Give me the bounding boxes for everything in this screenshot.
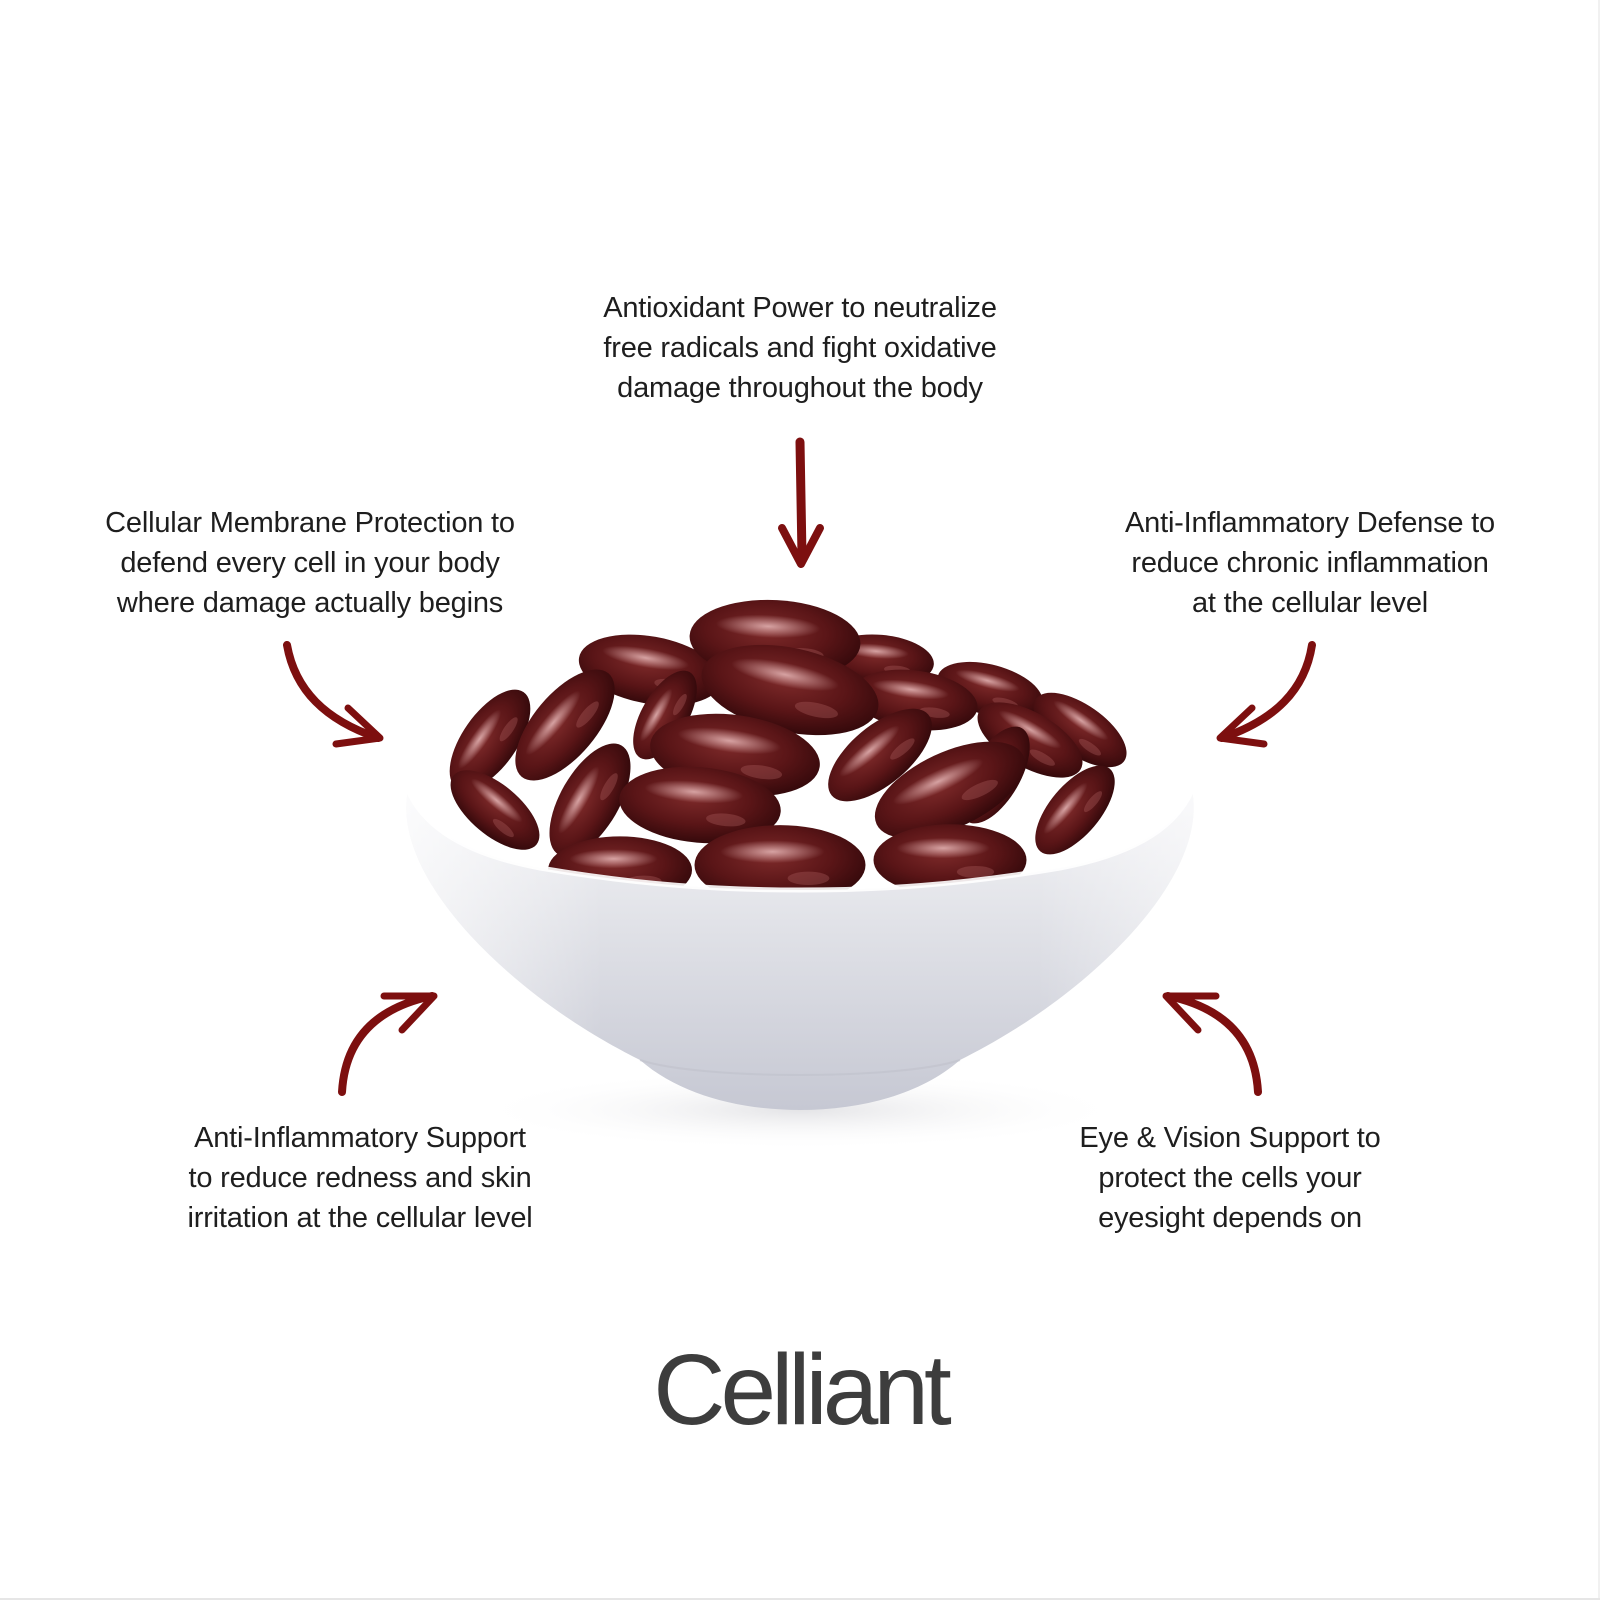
brand-logo: Celliant [653,1334,952,1446]
benefit-line: damage throughout the body [617,372,983,404]
arrow-down-icon [778,437,824,568]
benefit-line: at the cellular level [1192,587,1428,619]
image-edge [0,1598,1600,1600]
benefit-line: Anti-Inflammatory Support [194,1122,526,1154]
benefit-line: eyesight depends on [1098,1202,1362,1234]
softgels [434,595,1139,905]
benefit-line: protect the cells your [1098,1162,1362,1194]
benefit-line: to reduce redness and skin [188,1162,532,1194]
image-edge [1598,0,1600,1600]
benefit-line: irritation at the cellular level [187,1202,533,1234]
curved-arrow-down-left-icon [1216,641,1316,748]
benefit-line: Antioxidant Power to neutralize [603,292,997,324]
benefit-line: reduce chronic inflammation [1131,547,1489,579]
benefit-anti-inflammatory-support: Anti-Inflammatory Support to reduce redn… [130,1118,590,1238]
benefit-line: defend every cell in your body [120,547,500,579]
benefit-line: Anti-Inflammatory Defense to [1125,507,1495,539]
benefit-line: where damage actually begins [116,587,504,619]
curved-arrow-down-right-icon [283,641,384,748]
bowl [405,789,1195,1110]
benefit-line: free radicals and fight oxidative [603,332,997,364]
benefit-cellular-membrane-protection: Cellular Membrane Protection to defend e… [40,503,580,623]
benefit-eye-vision-support: Eye & Vision Support to protect the cell… [1020,1118,1440,1238]
benefit-line: Cellular Membrane Protection to [105,507,515,539]
benefit-line: Eye & Vision Support to [1079,1122,1381,1154]
curved-arrow-up-left-icon [1162,992,1262,1096]
benefit-anti-inflammatory-defense: Anti-Inflammatory Defense to reduce chro… [1040,503,1580,623]
benefit-antioxidant-power: Antioxidant Power to neutralize free rad… [540,288,1060,408]
curved-arrow-up-right-icon [338,992,438,1096]
